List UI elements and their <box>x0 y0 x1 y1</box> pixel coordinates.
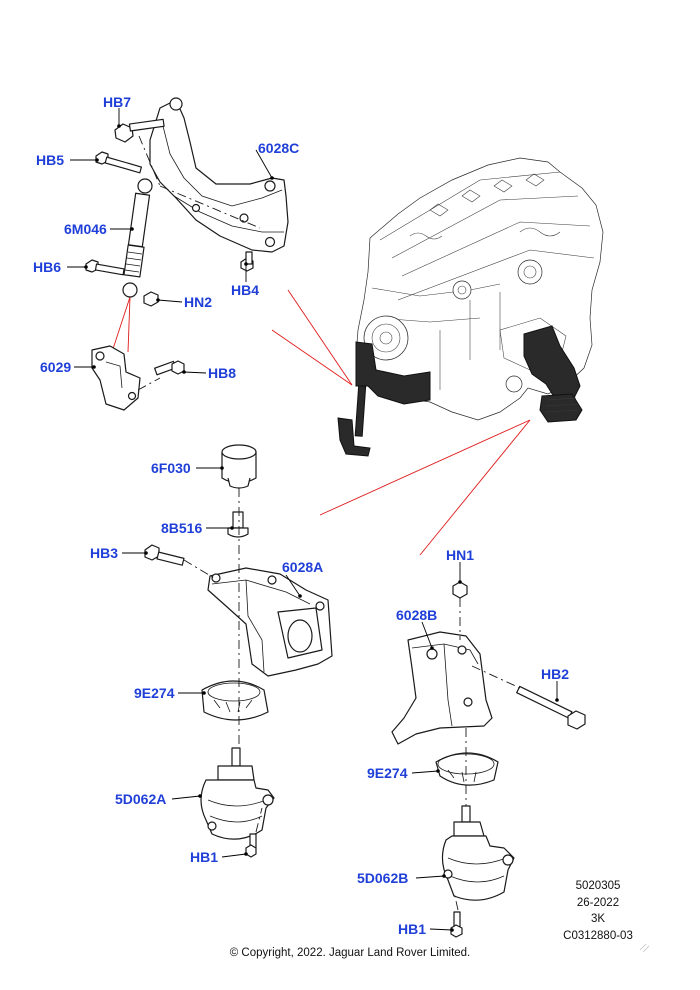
callout-6028a: 6028A <box>282 559 323 575</box>
bolt-hb3 <box>144 544 185 566</box>
engine-mount-5d062a <box>200 747 275 840</box>
callout-hb1-right: HB1 <box>398 921 426 937</box>
shield-9e274-left <box>201 680 269 721</box>
callout-hb6: HB6 <box>33 259 61 275</box>
bolt-hb1-right <box>450 911 463 938</box>
callout-hn1: HN1 <box>446 547 474 563</box>
bolt-hb1-left <box>245 833 257 858</box>
bracket-6028c <box>149 97 289 253</box>
bolt-hb8 <box>137 360 185 391</box>
reference-number: 5020305 <box>575 880 621 892</box>
callout-6028c: 6028C <box>258 140 299 156</box>
callout-hb3: HB3 <box>90 545 118 561</box>
bush-6f030 <box>221 444 257 489</box>
bolt-hb2 <box>471 665 586 730</box>
callout-5d062a: 5D062A <box>115 791 166 807</box>
callout-hb1-left: HB1 <box>190 849 218 865</box>
bolt-hb6 <box>85 259 125 276</box>
callout-6m046: 6M046 <box>64 221 107 237</box>
bracket-6028a <box>207 567 333 677</box>
engine-assembly <box>337 157 604 457</box>
callout-5d062b: 5D062B <box>357 870 408 886</box>
callout-dots <box>84 124 559 932</box>
bolt-hb7 <box>114 118 165 143</box>
callout-8b516: 8B516 <box>161 520 202 536</box>
callout-labels: HB7 HB5 6028C 6M046 HB6 HN2 HB4 6029 HB8… <box>33 94 569 937</box>
corner-mark <box>639 943 650 953</box>
stud-8b516 <box>227 511 249 538</box>
callout-6028b: 6028B <box>396 607 437 623</box>
callout-6029: 6029 <box>40 359 71 375</box>
callout-9e274-right: 9E274 <box>367 765 408 781</box>
red-reference-lines <box>111 289 531 556</box>
shield-9e274-right <box>435 752 499 786</box>
damper-6m046 <box>122 178 153 298</box>
bolt-hb5 <box>95 151 143 174</box>
copyright-notice: © Copyright, 2022. Jaguar Land Rover Lim… <box>229 947 471 959</box>
callout-hb2: HB2 <box>541 666 569 682</box>
callout-hn2-top: HN2 <box>184 294 212 310</box>
bracket-6029 <box>91 345 141 411</box>
callout-leaders <box>67 108 558 931</box>
illustration-reference: 5020305 26-2022 3K C0312880-03 <box>553 878 643 944</box>
callout-6f030: 6F030 <box>151 460 191 476</box>
bracket-6028b <box>391 631 493 745</box>
bolt-hb4 <box>240 251 254 272</box>
illustration-id: C0312880-03 <box>563 929 633 942</box>
nut-hn2 <box>143 291 159 307</box>
callout-hb8: HB8 <box>208 365 236 381</box>
callout-hb5: HB5 <box>36 152 64 168</box>
reference-code: 3K <box>590 913 606 925</box>
callout-hb7: HB7 <box>103 94 131 110</box>
callout-9e274-left: 9E274 <box>134 685 175 701</box>
engine-mount-5d062b <box>441 805 515 901</box>
callout-hb4: HB4 <box>231 282 259 298</box>
reference-date: 26-2022 <box>576 896 620 909</box>
nut-hn1 <box>452 581 468 599</box>
